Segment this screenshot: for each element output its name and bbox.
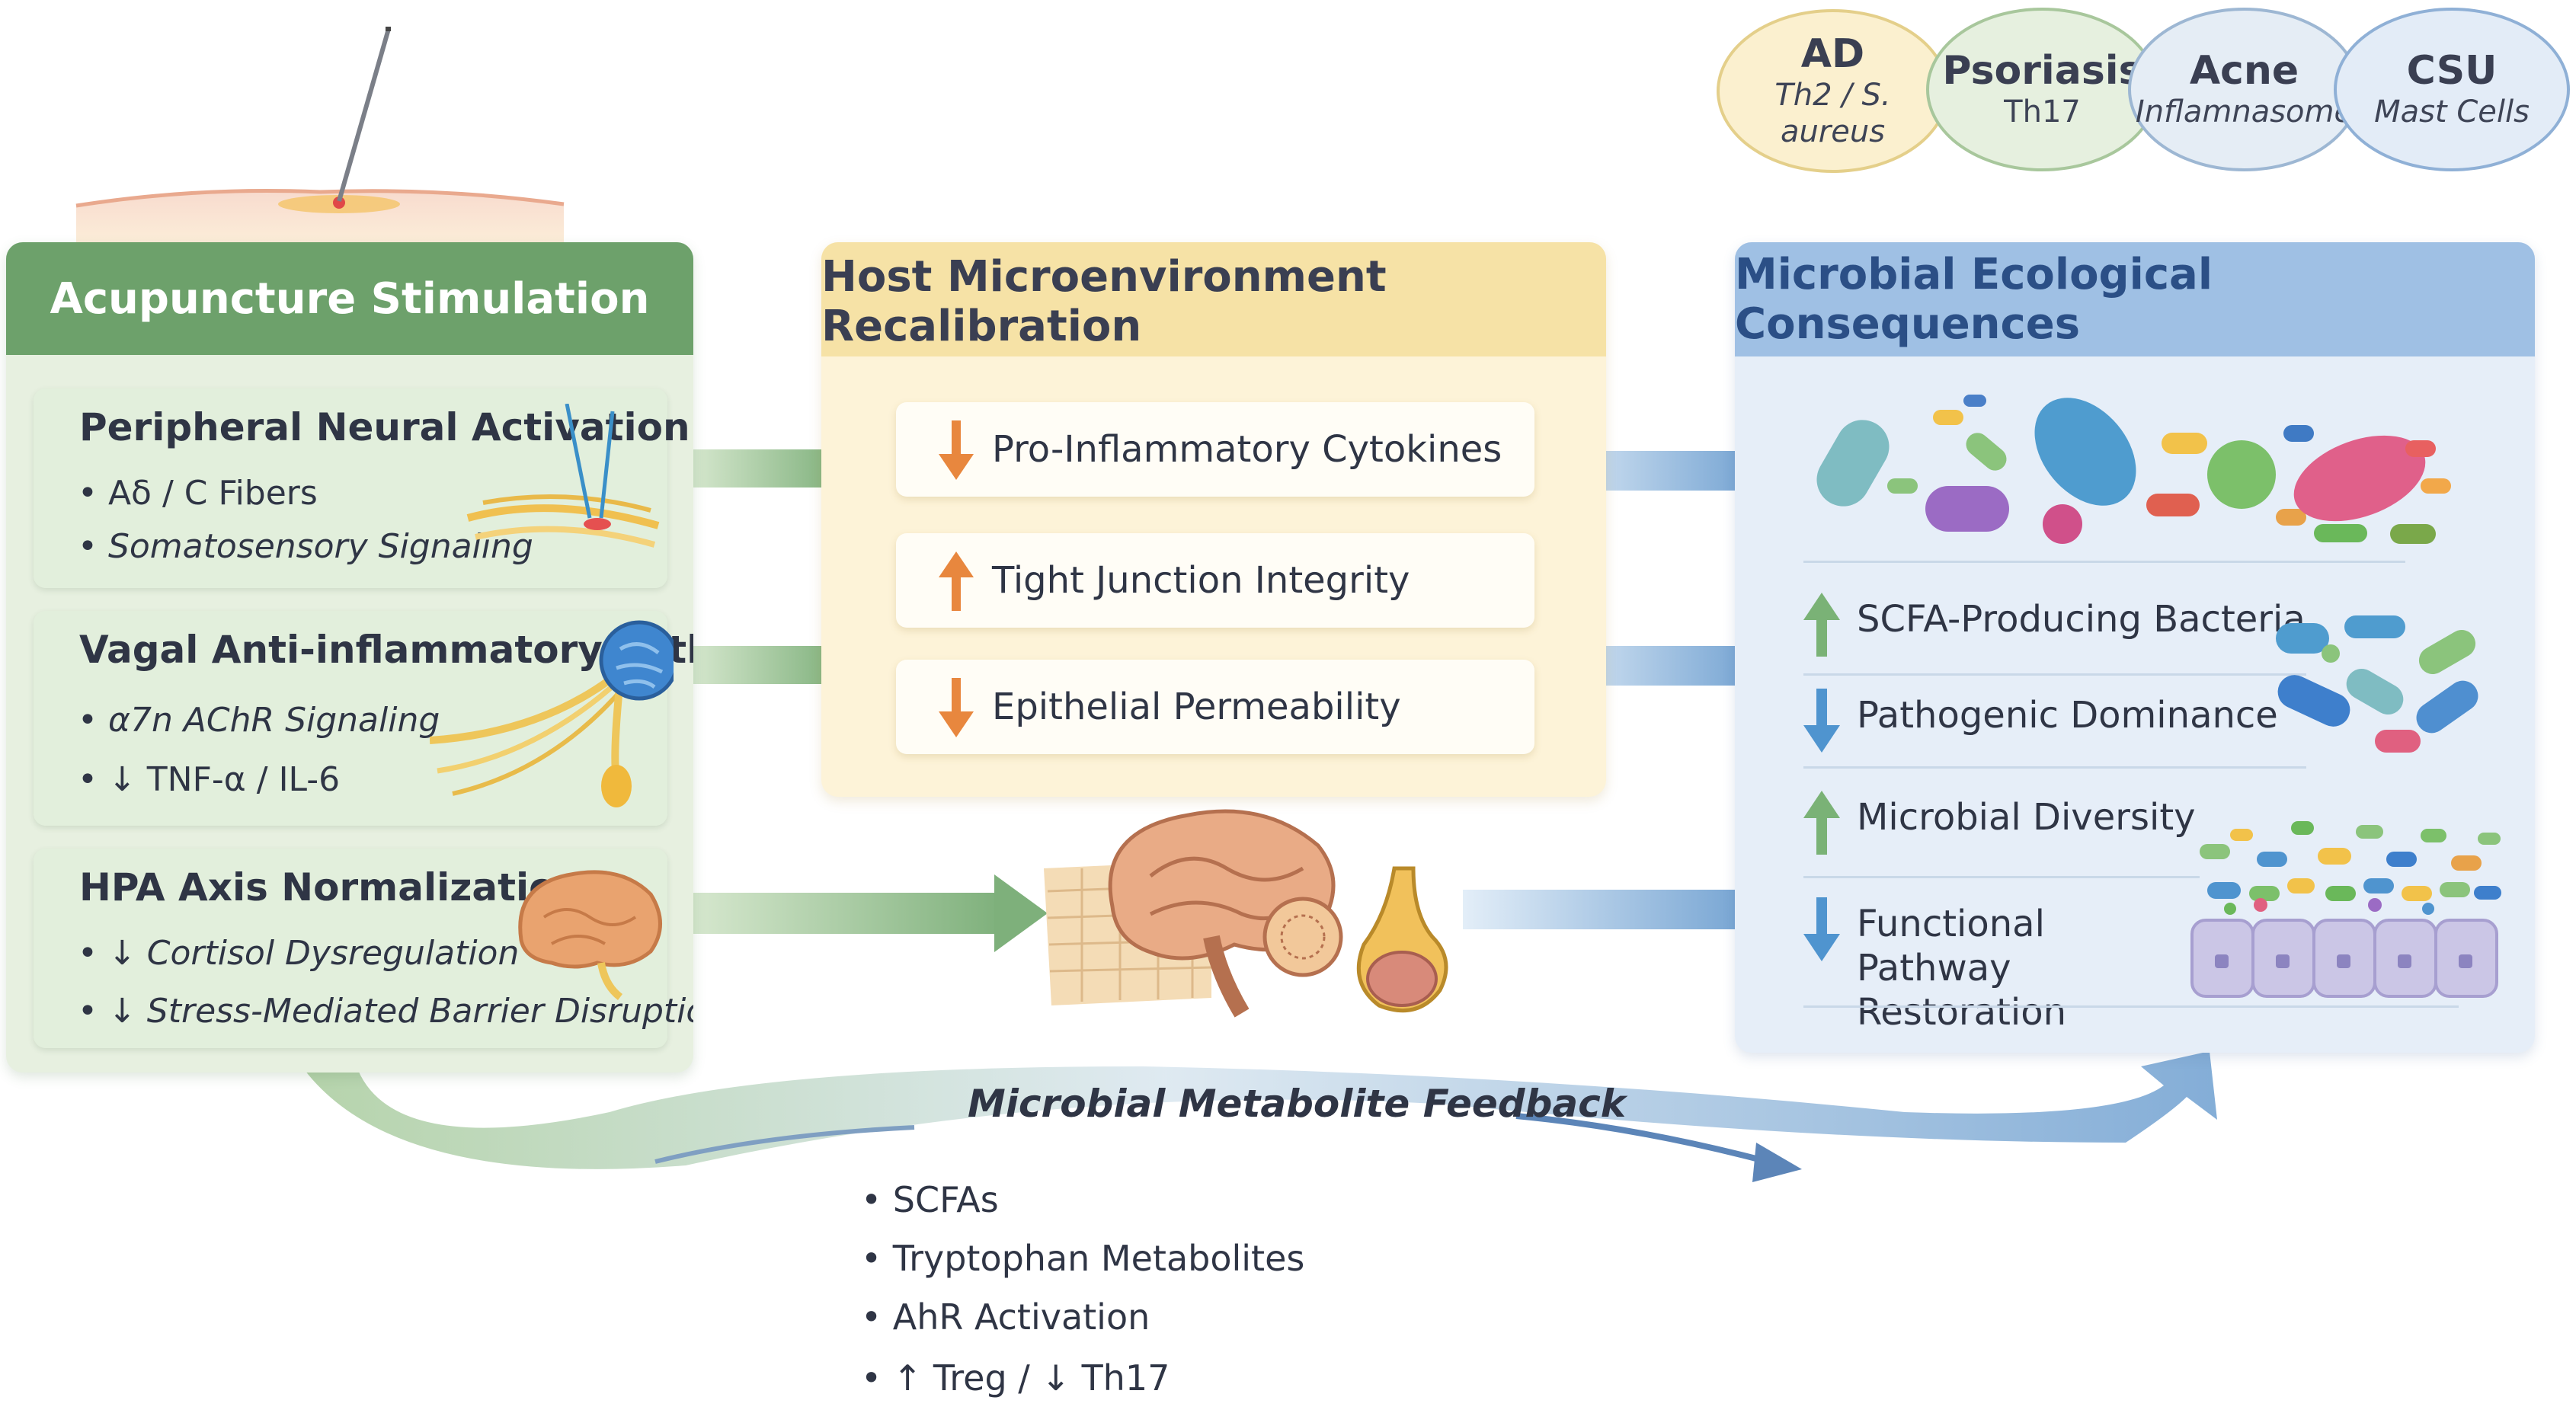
panel-host: Host Microenvironment Recalibration Pro-…: [821, 242, 1606, 797]
disease-acne-sub: Inflamnasome: [2135, 94, 2354, 130]
feedback-item-treg-th17: • ↑ Treg / ↓ Th17: [861, 1357, 1170, 1399]
disease-acne-name: Acne: [2189, 47, 2299, 94]
epithelium-biofilm-icon: [2190, 821, 2501, 998]
microbe-item-diversity-label: Microbial Diversity: [1857, 796, 2196, 839]
feedback-item-scfas: • SCFAs: [861, 1179, 999, 1220]
host-item-tight-junction-label: Tight Junction Integrity: [992, 559, 1410, 602]
microbe-item-scfa-label: SCFA-Producing Bacteria: [1857, 598, 2306, 641]
separator: [1803, 766, 2306, 769]
separator: [1803, 561, 2405, 563]
bullet-cortisol: • ↓ Cortisol Dysregulation: [78, 934, 520, 973]
disease-psoriasis: Psoriasis Th17: [1926, 8, 2158, 171]
panel-acupuncture: Acupuncture Stimulation Peripheral Neura…: [6, 242, 693, 1073]
nerve-fibers-icon: [466, 404, 660, 548]
brain-gut-skin-illustration: [1044, 809, 1448, 1018]
bullet-tnf-il6: • ↓ TNF-α / IL-6: [78, 760, 341, 799]
arrow-down-icon: [1803, 897, 1840, 961]
microbe-item-functional-label: Functional Pathway Restoration: [1857, 903, 2067, 1034]
feedback-item-tryptophan: • Tryptophan Metabolites: [861, 1238, 1305, 1279]
bullet-stress-barrier: • ↓ Stress-Mediated Barrier Disruption: [78, 992, 693, 1031]
arrow-down-icon: [939, 420, 974, 480]
disease-csu-sub: Mast Cells: [2374, 94, 2530, 130]
feedback-item-ahr: • AhR Activation: [861, 1296, 1150, 1338]
panel-acupuncture-title: Acupuncture Stimulation: [6, 242, 693, 355]
separator: [1803, 1005, 2459, 1008]
host-item-cytokines: Pro-Inflammatory Cytokines: [896, 402, 1534, 497]
disease-psoriasis-name: Psoriasis: [1942, 47, 2142, 94]
bacteria-small-cluster-icon: [2276, 615, 2478, 753]
disease-csu-name: CSU: [2406, 47, 2498, 94]
disease-csu: CSU Mast Cells: [2334, 8, 2570, 171]
panel-microbial: Microbial Ecological Consequences SCFA-P…: [1735, 242, 2535, 1053]
arrow-up-icon: [939, 551, 974, 611]
card-hpa-axis: HPA Axis Normalization • ↓ Cortisol Dysr…: [34, 849, 693, 1048]
feedback-curve-arrow: [305, 1051, 2217, 1182]
bullet-somatosensory: • Somatosensory Signaling: [78, 527, 533, 566]
brain-hpa-icon: [518, 870, 662, 1000]
card-vagal-pathway-title: Vagal Anti-inflammatory Pathway: [79, 628, 693, 672]
bacteria-cluster-icon: [1816, 395, 2451, 544]
host-item-tight-junction: Tight Junction Integrity: [896, 533, 1534, 628]
arrow-up-icon: [1803, 593, 1840, 657]
arrow-down-icon: [939, 678, 974, 737]
host-item-permeability-label: Epithelial Permeability: [992, 686, 1401, 728]
card-peripheral-neural: Peripheral Neural Activation • Aδ / C Fi…: [34, 388, 690, 588]
panel-host-title: Host Microenvironment Recalibration: [821, 242, 1606, 356]
disease-ad-name: AD: [1800, 30, 1865, 77]
disease-psoriasis-sub: Th17: [2004, 94, 2081, 130]
arrow-hpa-to-brain: [690, 874, 1048, 952]
disease-ad: AD Th2 / S. aureus: [1717, 9, 1949, 173]
arrow-up-icon: [1803, 791, 1840, 855]
host-item-cytokines-label: Pro-Inflammatory Cytokines: [992, 428, 1502, 471]
disease-ad-sub: Th2 / S. aureus: [1774, 78, 1891, 150]
microbe-item-pathogenic-label: Pathogenic Dominance: [1857, 694, 2278, 737]
feedback-title: Microbial Metabolite Feedback: [968, 1082, 1627, 1126]
disease-acne: Acne Inflamnasome: [2128, 8, 2360, 171]
card-peripheral-neural-title: Peripheral Neural Activation: [79, 405, 690, 449]
arrow-brain-to-microbial: [1463, 870, 1794, 949]
bullet-ad-c-fibers: • Aδ / C Fibers: [78, 474, 318, 513]
vagus-neuron-icon: [430, 620, 674, 807]
skin-needle-illustration: [75, 27, 565, 244]
card-hpa-axis-title: HPA Axis Normalization: [79, 865, 583, 909]
separator: [1803, 876, 2200, 878]
card-vagal-pathway: Vagal Anti-inflammatory Pathway • α7n AC…: [34, 611, 693, 826]
panel-microbial-title: Microbial Ecological Consequences: [1735, 242, 2535, 356]
separator: [1803, 673, 2306, 676]
host-item-permeability: Epithelial Permeability: [896, 660, 1534, 754]
bullet-a7nachr: • α7n AChR Signaling: [78, 701, 440, 740]
arrow-down-icon: [1803, 689, 1840, 753]
